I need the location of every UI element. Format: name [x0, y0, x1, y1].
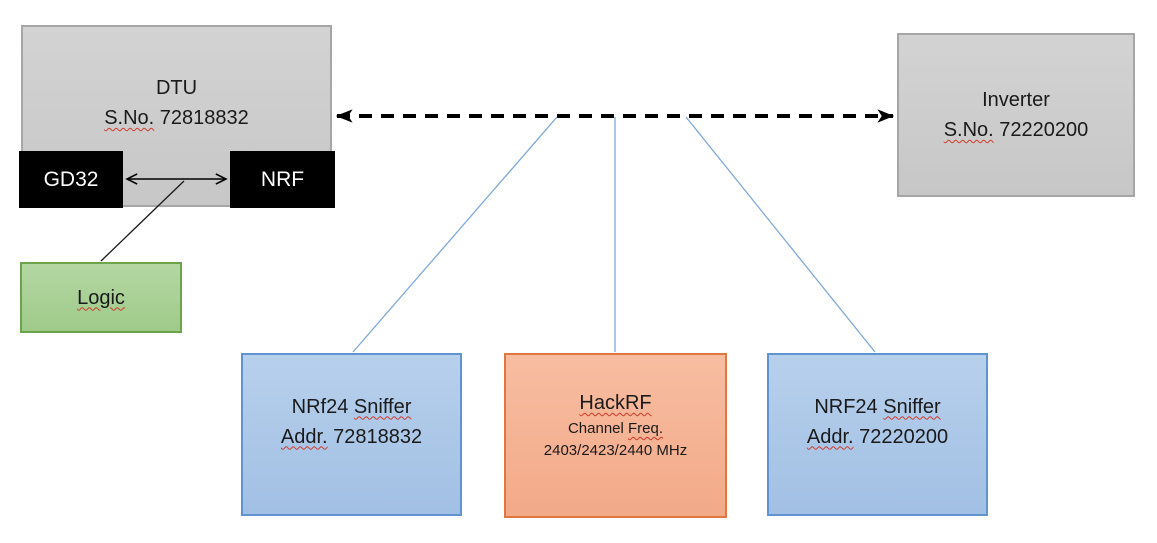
sniffer-left-name-prefix: NRf24: [291, 395, 349, 418]
sniffer-left-name-suffix: Sniffer: [353, 395, 412, 418]
sniffer-right-name-suffix: Sniffer: [883, 395, 941, 418]
sniffer-left-addr-line: Addr. 72818832: [281, 422, 422, 452]
dtu-title: DTU: [155, 77, 198, 99]
sniffer-left-tap-line: [352, 116, 558, 353]
dtu-serial-value: 72818832: [159, 107, 249, 129]
sniffer-right-addr-line: Addr. 72220200: [807, 422, 948, 452]
dtu-serial-label: S.No.: [104, 107, 155, 129]
sniffer-right-addr-value: 72220200: [859, 425, 949, 448]
logic-analyzer-box: Logic: [20, 262, 182, 333]
gd32-label: GD32: [43, 168, 99, 191]
inverter-title: Inverter: [982, 89, 1050, 111]
sniffer-left-addr-value: 72818832: [333, 425, 423, 448]
hackrf-freq-label: Channel Freq.: [568, 418, 663, 440]
sniffer-left-name: NRf24 Sniffer: [292, 392, 412, 422]
hackrf-frequencies: 2403/2423/2440 MHz: [543, 441, 688, 459]
sniffer-right-box: NRF24 Sniffer Addr. 72220200: [767, 353, 988, 516]
hackrf-freq-label-suffix: Freq.: [628, 419, 664, 437]
hackrf-freq-label-prefix: Channel: [567, 419, 624, 437]
sniffer-left-box: NRf24 Sniffer Addr. 72818832: [241, 353, 462, 516]
sniffer-right-tap-line: [685, 116, 876, 353]
nrf-label: NRF: [260, 168, 305, 191]
hackrf-box: HackRF Channel Freq. 2403/2423/2440 MHz: [504, 353, 727, 518]
sniffer-right-addr-label: Addr.: [806, 425, 854, 448]
sniffer-right-name: NRF24 Sniffer: [814, 392, 940, 422]
inverter-serial-label: S.No.: [943, 119, 994, 141]
nrf-chip-box: NRF: [230, 151, 335, 208]
hackrf-title: HackRF: [579, 391, 652, 414]
logic-label: Logic: [77, 286, 125, 309]
dtu-serial-line: S.No. 72818832: [104, 103, 249, 133]
inverter-serial-value: 72220200: [999, 119, 1089, 141]
sniffer-left-addr-label: Addr.: [280, 425, 328, 448]
inverter-box: Inverter S.No. 72220200: [897, 33, 1135, 197]
inverter-serial-line: S.No. 72220200: [944, 115, 1089, 145]
sniffer-right-name-prefix: NRF24: [814, 395, 878, 418]
gd32-chip-box: GD32: [19, 151, 123, 208]
